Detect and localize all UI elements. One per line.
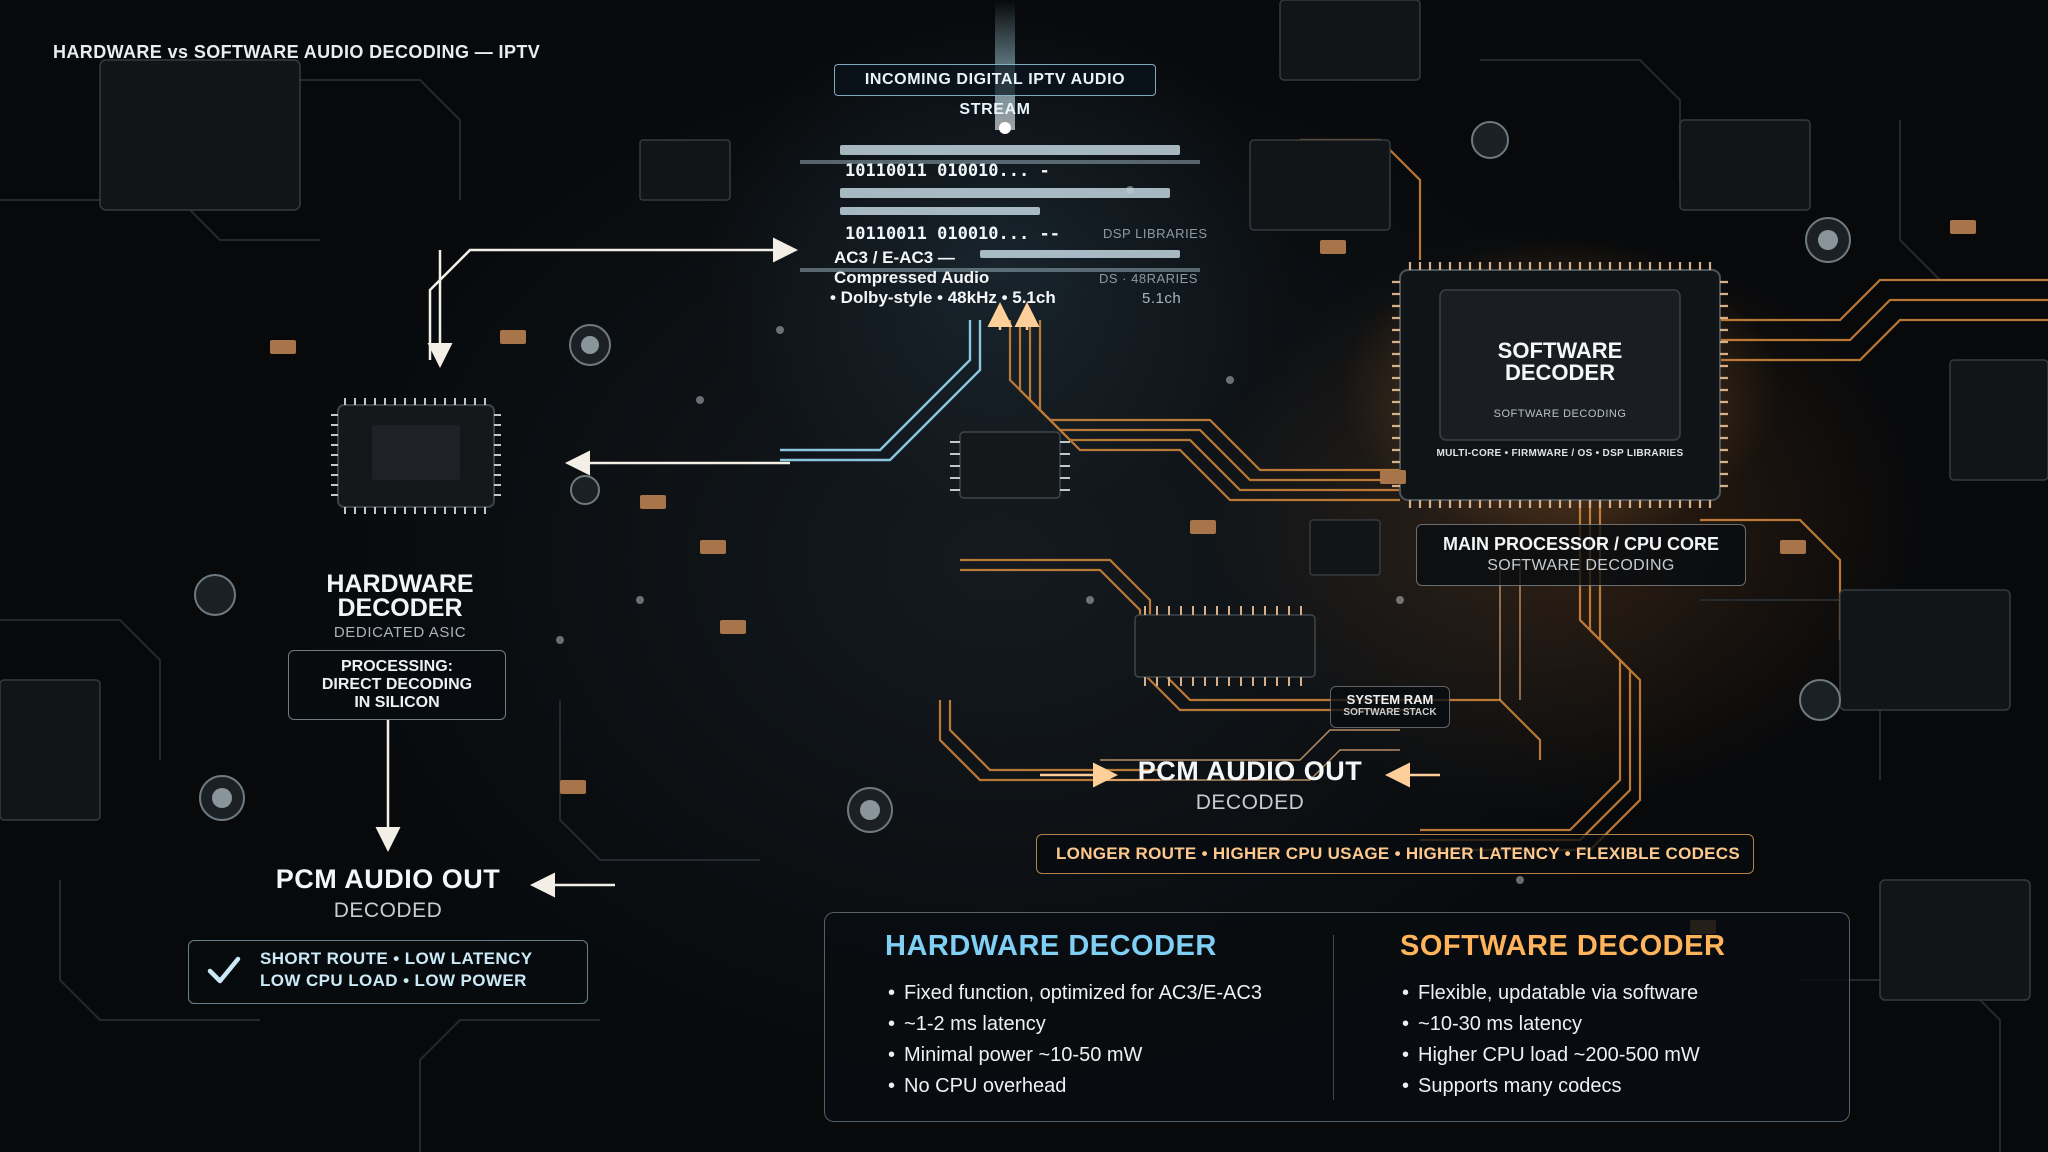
hardware-benefits-line-2: LOW CPU LOAD • LOW POWER [260,971,527,990]
software-pcm-sub: DECODED [1195,791,1305,814]
list-item: ~10-30 ms latency [1402,1009,1700,1040]
main-processor-sub: SOFTWARE DECODING [1487,557,1675,574]
software-pcm-out: PCM AUDIO OUT DECODED [1110,756,1390,815]
page-title: HARDWARE vs SOFTWARE AUDIO DECODING — IP… [53,42,541,62]
software-chip-line-2: DECODER [1504,360,1615,385]
channel-ghost-label: 5.1ch [1142,290,1182,307]
list-item: Higher CPU load ~200-500 mW [1402,1040,1700,1071]
hardware-pcm-title: PCM AUDIO OUT [275,864,501,894]
dsp-label-1: DSP LIBRARIES [1103,226,1208,241]
system-ram-box: SYSTEM RAM SOFTWARE STACK [1330,686,1450,728]
checkmark-icon [207,956,241,984]
comparison-software-title: SOFTWARE DECODER [1400,930,1726,962]
comparison-divider [1333,935,1334,1100]
comparison-software-list: Flexible, updatable via software ~10-30 … [1402,978,1700,1102]
software-chip-line-1: SOFTWARE [1497,338,1623,363]
list-item: Minimal power ~10-50 mW [888,1040,1262,1071]
processing-line-1: PROCESSING: [340,658,453,675]
hardware-pcm-sub: DECODED [333,899,443,922]
comparison-hardware-title: HARDWARE DECODER [885,930,1217,962]
list-item: ~1-2 ms latency [888,1009,1262,1040]
processing-line-2: DIRECT DECODING [321,676,473,693]
software-tags: LONGER ROUTE • HIGHER CPU USAGE • HIGHER… [1056,844,1741,863]
system-ram-sub: SOFTWARE STACK [1343,707,1437,718]
binary-stream-line-1: 10110011 010010... - [845,161,1050,181]
list-item: No CPU overhead [888,1071,1262,1102]
hardware-benefits-line-1: SHORT ROUTE • LOW LATENCY [260,949,533,968]
hardware-pcm-out: PCM AUDIO OUT DECODED [258,864,518,923]
dsp-label-2: DS · 48RARIES [1099,271,1198,286]
hardware-title-line-2: DECODER [337,594,463,622]
binary-stream-line-2: 10110011 010010... -- [845,224,1060,244]
comparison-hardware-list: Fixed function, optimized for AC3/E-AC3 … [888,978,1262,1102]
main-processor-box: MAIN PROCESSOR / CPU CORE SOFTWARE DECOD… [1416,524,1746,586]
hardware-title-line-1: HARDWARE [326,570,474,598]
list-item: Flexible, updatable via software [1402,978,1700,1009]
codec-line-3: • Dolby-style • 48kHz • 5.1ch [830,288,1056,307]
hardware-decoder-label: HARDWARE DECODER DEDICATED ASIC [300,570,500,642]
processing-line-3: IN SILICON [354,694,440,711]
main-processor-title: MAIN PROCESSOR / CPU CORE [1442,534,1720,554]
stream-label: INCOMING DIGITAL IPTV AUDIO STREAM [834,64,1156,118]
list-item: Fixed function, optimized for AC3/E-AC3 [888,978,1262,1009]
hardware-subtitle: DEDICATED ASIC [333,624,467,641]
software-tags-box [1036,834,1754,874]
codec-line-2: Compressed Audio [834,268,990,287]
system-ram-title: SYSTEM RAM [1346,692,1434,707]
software-chip-sub: SOFTWARE DECODING [1493,408,1627,420]
processing-box: PROCESSING: DIRECT DECODING IN SILICON [288,650,506,720]
hardware-benefits-box [188,940,588,1004]
list-item: Supports many codecs [1402,1071,1700,1102]
software-chip-label: SOFTWARE DECODER SOFTWARE DECODING [1440,338,1680,421]
software-chip-tag: MULTI-CORE • FIRMWARE / OS • DSP LIBRARI… [1436,448,1684,459]
codec-line-1: AC3 / E-AC3 — [834,248,955,267]
software-pcm-title: PCM AUDIO OUT [1137,756,1363,786]
